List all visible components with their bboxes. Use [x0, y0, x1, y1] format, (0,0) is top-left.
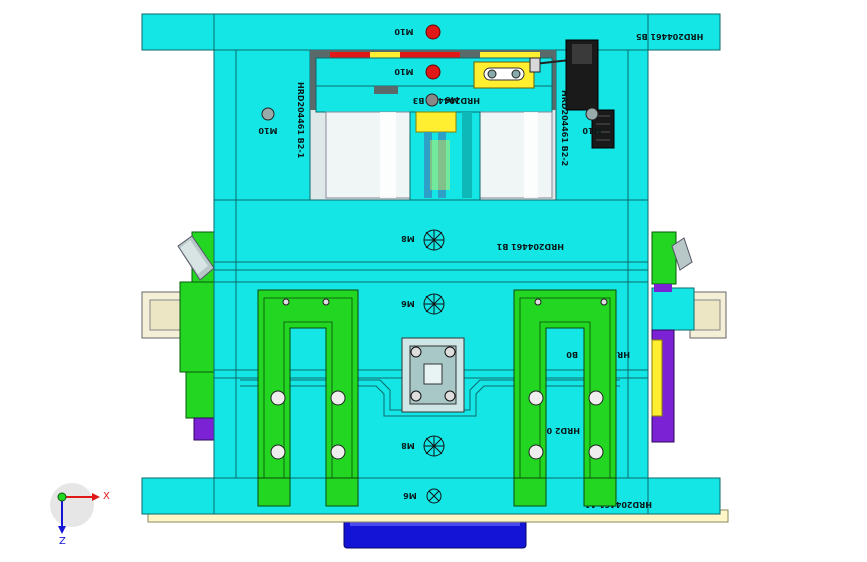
bolt-m10-top-1: [425, 24, 441, 40]
strip-red-2: [400, 52, 460, 58]
plate-b3-notch: [374, 86, 398, 94]
label-b1: HRD204461 B1: [496, 242, 564, 251]
right-cream-block-inner: [693, 299, 721, 331]
left-green-block-low: [185, 371, 217, 419]
green-bolt-l1: [270, 390, 286, 406]
label-m10-left: M10: [258, 126, 278, 135]
bottom-blue-base-highlight: [350, 520, 520, 526]
label-b0-prefix: HRD: [610, 350, 630, 359]
label-m6-bottom: M6: [403, 491, 417, 500]
cylinder-left: [325, 111, 411, 199]
right-cyan-block: [651, 287, 695, 331]
left-green-block-mid: [179, 281, 217, 373]
cylinder-right: [479, 111, 553, 199]
right-green-block-top: [651, 231, 677, 285]
bolt-m6-b3: [425, 93, 439, 107]
axis-triad: X Z: [50, 483, 110, 547]
bolt-m6-bottom: [426, 488, 442, 504]
label-a0: HRD2 0: [546, 426, 580, 435]
left-cream-block-inner: [149, 299, 181, 331]
label-m6: M6: [445, 95, 459, 104]
left-purple-block: [193, 417, 217, 441]
strip-yellow-1: [370, 52, 400, 58]
green-bolt-r4: [588, 444, 604, 460]
right-yellow-strip: [651, 339, 663, 417]
label-m8-lower: M8: [401, 441, 415, 450]
label-b2-2: HRD204461 B2-2: [560, 90, 569, 166]
core-yellow-band: [415, 111, 457, 133]
bolt-m10-right: [585, 107, 599, 121]
green-bolt-r1: [528, 390, 544, 406]
limit-switch: [529, 39, 615, 149]
strip-red-1: [330, 52, 370, 58]
green-bolt-r3: [528, 444, 544, 460]
core-pin-3: [462, 112, 472, 198]
label-a1: HRD204461 A1: [584, 500, 652, 509]
bolt-m8-lower: [423, 435, 445, 457]
label-m10-top-1: M10: [394, 27, 414, 36]
bolt-m10-left: [261, 107, 275, 121]
strip-yellow-2: [480, 52, 540, 58]
bolt-m6-center: [423, 293, 445, 315]
green-bolt-r2: [588, 390, 604, 406]
bolt-m8-b1: [423, 229, 445, 251]
right-purple-block: [654, 284, 672, 292]
label-m10-right: M10: [582, 126, 602, 135]
label-m8-b1: M8: [401, 234, 415, 243]
bolt-m10-top-2: [425, 64, 441, 80]
label-m10-top-2: M10: [394, 67, 414, 76]
plate-b2-left: [213, 49, 311, 201]
core-pin-1: [424, 132, 432, 198]
right-gray-cylinder: [671, 237, 693, 271]
axis-x-label: X: [103, 491, 110, 502]
label-m6-center: M6: [401, 299, 415, 308]
label-b2-1: HRD204461 B2-1: [296, 82, 305, 159]
green-bolt-l2: [330, 390, 346, 406]
label-b3: HRD204461 B3: [413, 96, 480, 105]
green-bolt-l3: [270, 444, 286, 460]
plate-a1: [141, 477, 721, 515]
green-bolt-l4: [330, 444, 346, 460]
label-b5: HRD204461 B5: [636, 32, 704, 41]
axis-z-label: Z: [59, 536, 66, 547]
label-b0: B0: [566, 350, 578, 359]
core-pin-2: [438, 132, 446, 198]
